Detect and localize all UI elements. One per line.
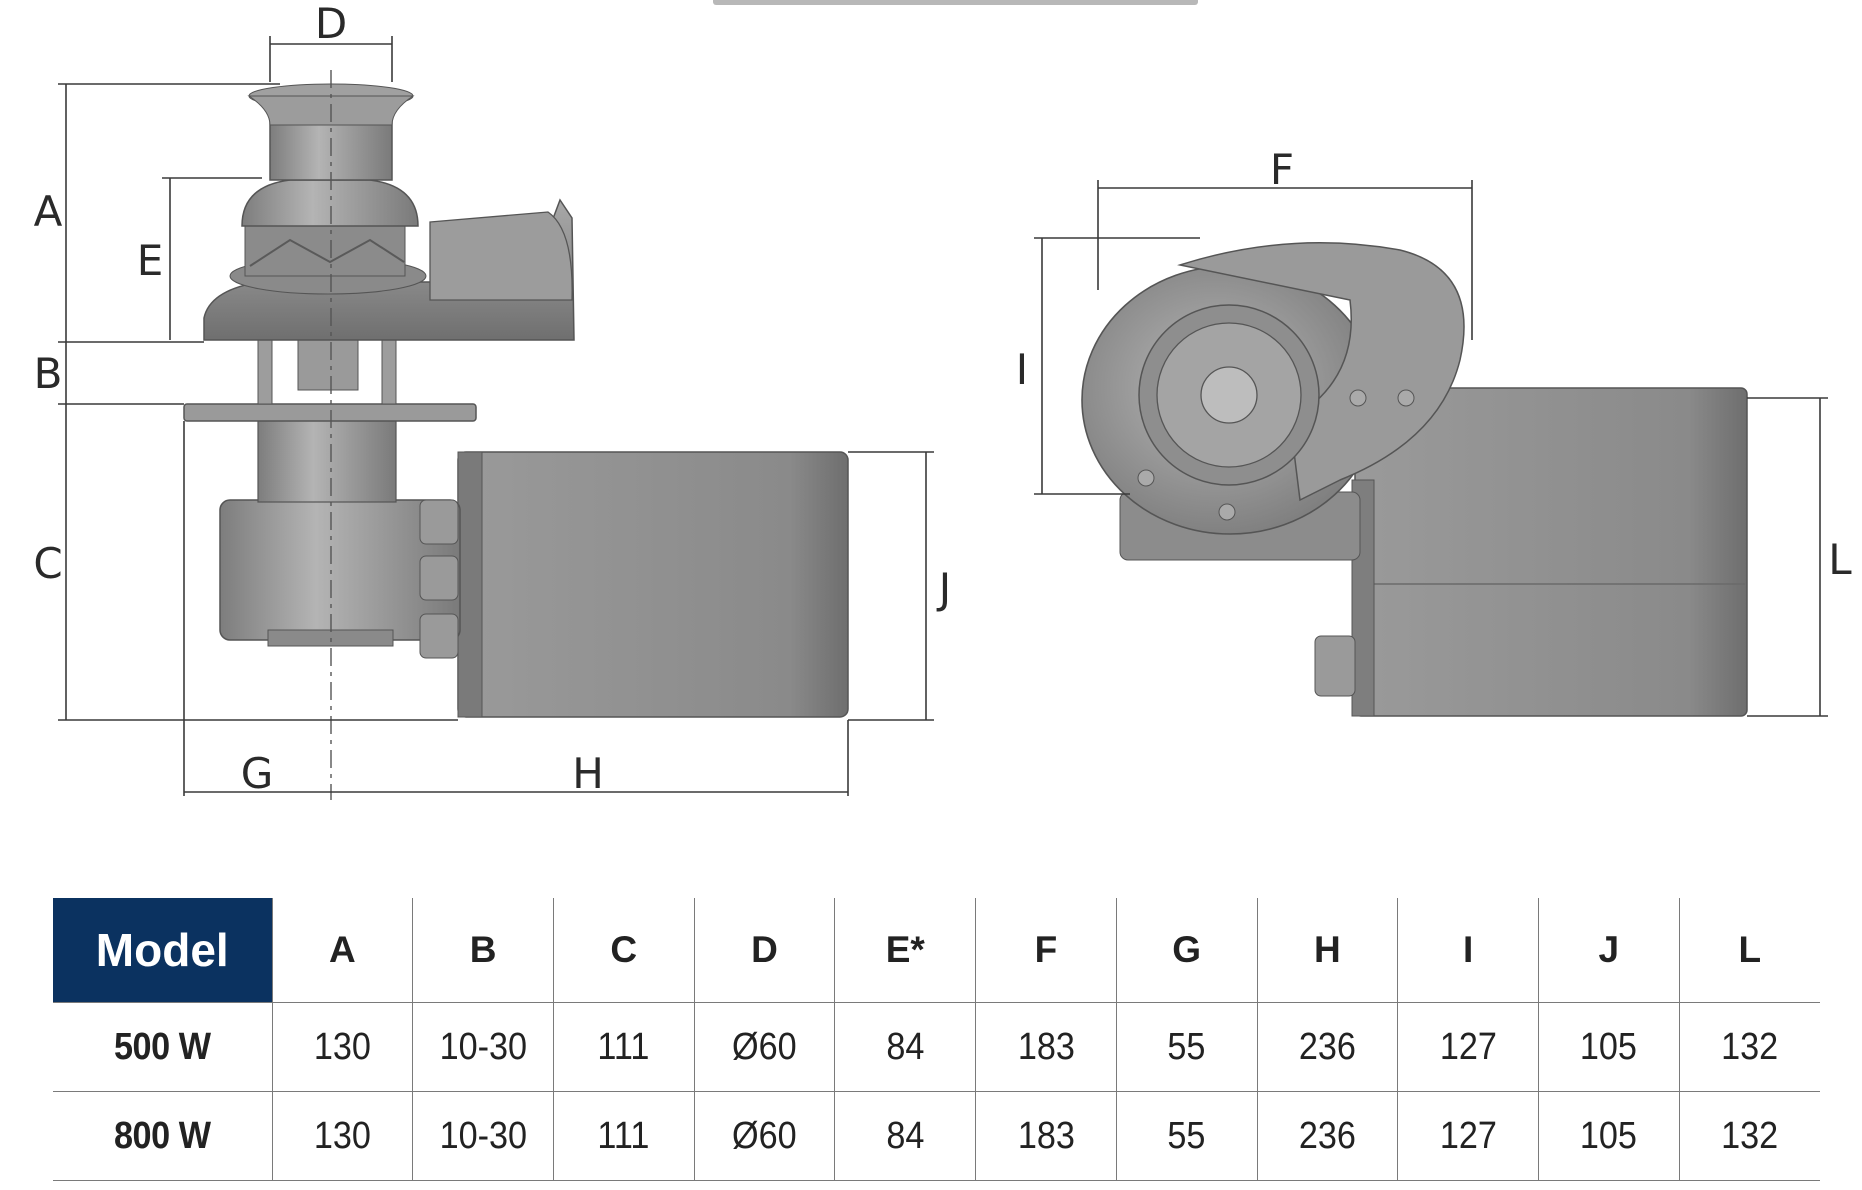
table-cell: 84 xyxy=(841,1002,969,1092)
table-cell: 236 xyxy=(1263,1091,1391,1181)
motor-body-top xyxy=(1354,387,1748,717)
top-view-windlass: F I L xyxy=(1016,145,1852,717)
table-cell: 183 xyxy=(982,1091,1110,1181)
column-header-g: G xyxy=(1115,898,1258,1003)
table-cell-model: 500 W xyxy=(63,1002,262,1092)
dim-label-d: D xyxy=(315,0,347,48)
column-header-e: E* xyxy=(834,898,976,1003)
table-cell: 132 xyxy=(1685,1091,1813,1181)
column-header-j: J xyxy=(1537,898,1680,1003)
dim-label-b: B xyxy=(34,349,63,398)
column-header-a: A xyxy=(271,898,413,1003)
table-row: 800 W 130 10-30 111 Ø60 84 183 55 236 12… xyxy=(53,1091,1820,1181)
side-view-windlass: D A E B C J G H xyxy=(33,0,951,800)
deck-plate xyxy=(183,403,477,422)
column-header-l: L xyxy=(1678,898,1820,1003)
column-header-c: C xyxy=(552,898,695,1003)
table-cell: 236 xyxy=(1263,1002,1391,1092)
table-cell: 55 xyxy=(1122,1002,1250,1092)
table-cell: 183 xyxy=(982,1002,1110,1092)
table-cell: 111 xyxy=(560,1002,688,1092)
column-header-b: B xyxy=(412,898,554,1003)
table-row: 500 W 130 10-30 111 Ø60 84 183 55 236 12… xyxy=(53,1002,1820,1092)
column-header-i: I xyxy=(1397,898,1539,1003)
table-cell: 127 xyxy=(1404,1091,1532,1181)
table-cell: 55 xyxy=(1122,1091,1250,1181)
table-cell: 10-30 xyxy=(419,1091,547,1181)
dim-label-h: H xyxy=(572,749,604,798)
table-cell: 130 xyxy=(278,1091,406,1181)
table-cell: 111 xyxy=(560,1091,688,1181)
column-header-f: F xyxy=(975,898,1117,1003)
table-cell: Ø60 xyxy=(700,1091,828,1181)
top-scroll-indicator xyxy=(713,0,1198,5)
dim-label-f: F xyxy=(1270,145,1294,194)
table-cell: 127 xyxy=(1404,1002,1532,1092)
column-header-model: Model xyxy=(53,898,272,1003)
table-cell-model: 800 W xyxy=(63,1091,262,1181)
dimension-drawing: D A E B C J G H xyxy=(33,0,1852,800)
dim-label-c: C xyxy=(33,539,62,588)
column-header-h: H xyxy=(1256,898,1398,1003)
table-cell: Ø60 xyxy=(700,1002,828,1092)
column-header-d: D xyxy=(693,898,835,1003)
dim-label-l: L xyxy=(1828,535,1852,584)
dim-label-g: G xyxy=(241,749,274,798)
table-cell: 105 xyxy=(1545,1002,1673,1092)
table-cell: 132 xyxy=(1685,1002,1813,1092)
table-cell: 130 xyxy=(278,1002,406,1092)
table-cell: 10-30 xyxy=(419,1002,547,1092)
table-header-row: Model A B C D E* F G H I J L xyxy=(53,898,1820,1003)
gypsy xyxy=(244,225,406,277)
dim-label-e: E xyxy=(137,236,164,285)
dim-label-a: A xyxy=(34,187,63,236)
table-cell: 84 xyxy=(841,1091,969,1181)
dimensions-table: Model A B C D E* F G H I J L 500 W 130 1… xyxy=(53,898,1820,1181)
table-cell: 105 xyxy=(1545,1091,1673,1181)
motor-body xyxy=(457,451,849,718)
dim-label-j: J xyxy=(936,564,951,613)
dim-label-i: I xyxy=(1016,345,1028,394)
